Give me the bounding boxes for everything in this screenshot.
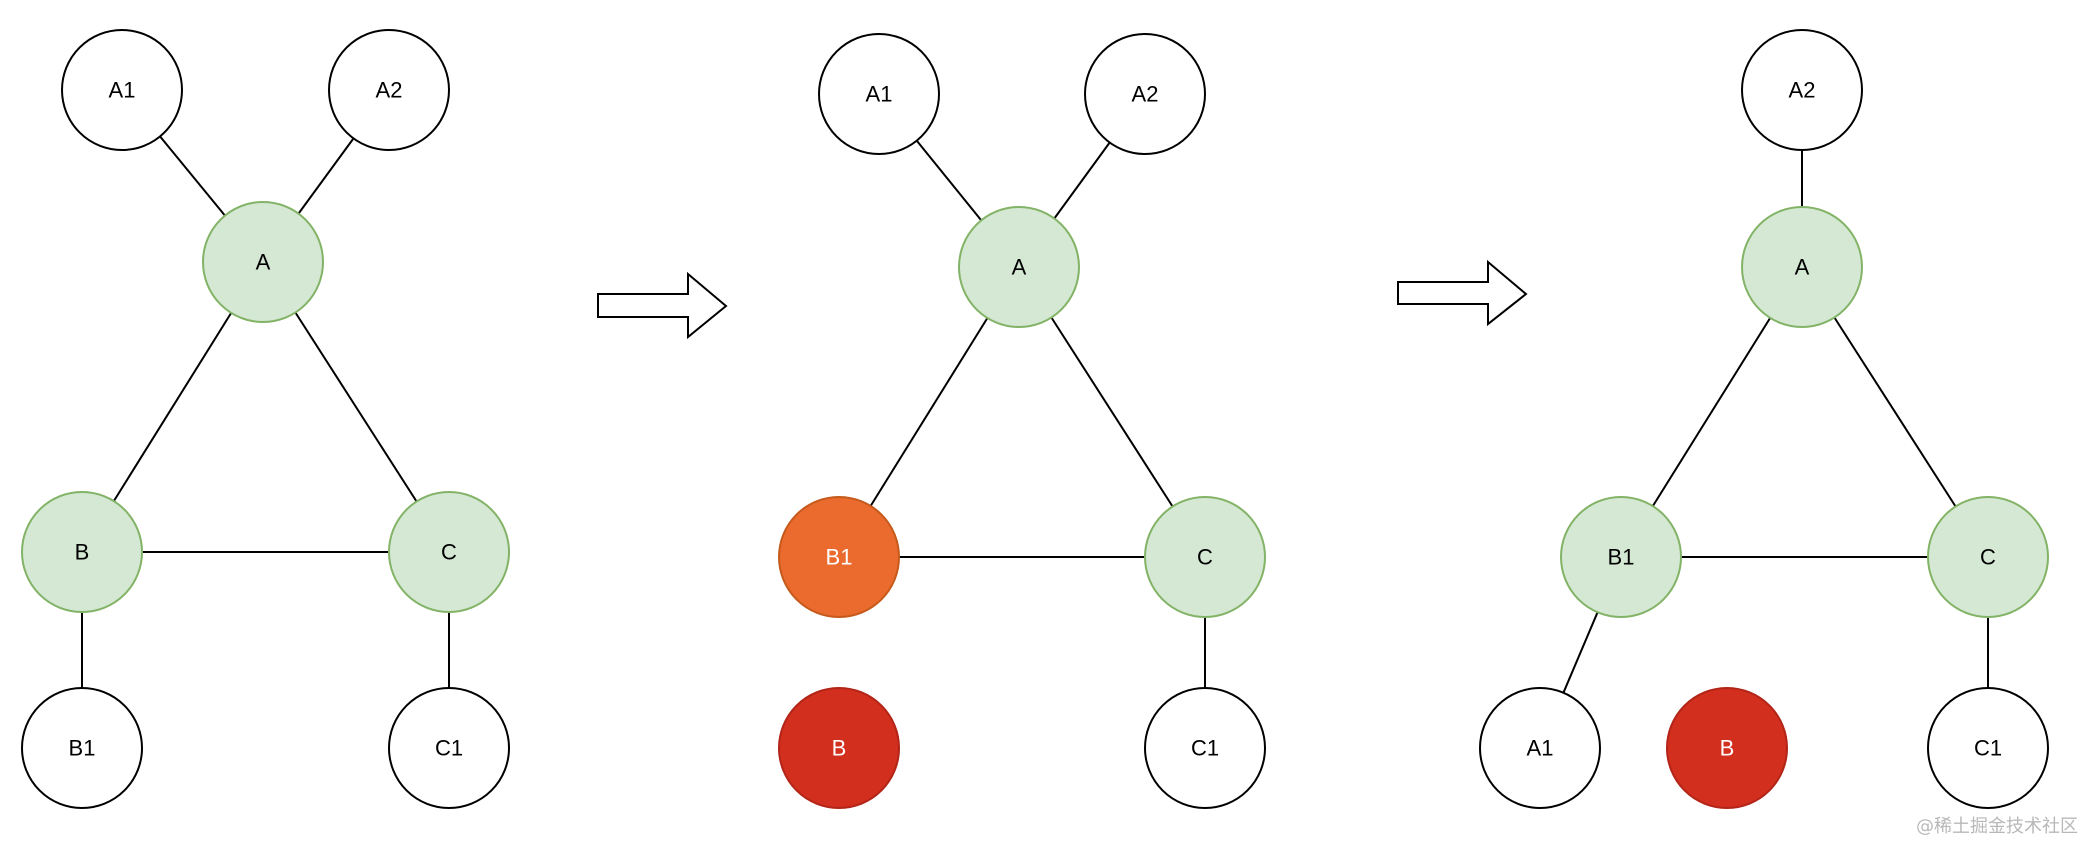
panel-2-node-a1-label: A1 xyxy=(866,82,893,107)
panel-3-edge-a-b1 xyxy=(1651,317,1772,507)
panel-1-node-c-circle xyxy=(388,491,510,613)
transition-arrow-1 xyxy=(597,271,728,340)
panel-1-node-b1-label: B1 xyxy=(69,736,96,761)
panel-2-node-c1-circle xyxy=(1144,687,1266,809)
panel-2-node-b-circle xyxy=(778,687,900,809)
panel-3-node-a1-label: A1 xyxy=(1527,736,1554,761)
panel-3-node-b1-circle xyxy=(1560,496,1682,618)
panel-2-node-c-circle xyxy=(1144,496,1266,618)
panel-1-node-b1: B1 xyxy=(21,687,143,809)
panel-1-node-b1-circle xyxy=(21,687,143,809)
panel-3-node-c-circle xyxy=(1927,496,2049,618)
panel-2-node-c1: C1 xyxy=(1144,687,1266,809)
panel-1-edge-a-b xyxy=(112,312,233,502)
panel-1-node-a1-circle xyxy=(61,29,183,151)
panel-2-node-b: B xyxy=(778,687,900,809)
panel-1-node-b-circle xyxy=(21,491,143,613)
panel-1-node-a-circle xyxy=(202,201,324,323)
panel-2-node-c: C xyxy=(1144,496,1266,618)
arrows-layer xyxy=(597,259,1528,340)
panel-3-node-c1-label: C1 xyxy=(1974,736,2002,761)
panel-1-node-a2-circle xyxy=(328,29,450,151)
panel-1-node-b-label: B xyxy=(75,540,90,565)
panel-1-edge-a-c xyxy=(294,311,418,503)
panel-2-node-b1-label: B1 xyxy=(826,545,853,570)
panel-3-node-b-circle xyxy=(1666,687,1788,809)
panel-3-node-a2-circle xyxy=(1741,29,1863,151)
panel-1-node-a2-label: A2 xyxy=(376,78,403,103)
watermark: @稀土掘金技术社区 xyxy=(1916,816,2078,837)
edges-layer xyxy=(81,135,1989,694)
panel-1-node-c1-circle xyxy=(388,687,510,809)
panel-1-edge-a2-a xyxy=(297,137,355,215)
panel-3-node-a: A xyxy=(1741,206,1863,328)
panel-2-node-c-label: C xyxy=(1197,545,1213,570)
panel-1-node-a2: A2 xyxy=(328,29,450,151)
panel-3-edge-a-c xyxy=(1833,316,1957,508)
panel-1-node-c1-label: C1 xyxy=(435,736,463,761)
panel-3-node-a-circle xyxy=(1741,206,1863,328)
panel-3-node-a1-circle xyxy=(1479,687,1601,809)
panel-3-edge-b1-a1 xyxy=(1562,611,1599,694)
panel-2-node-a1: A1 xyxy=(818,33,940,155)
panel-3-node-b: B xyxy=(1666,687,1788,809)
transition-arrow-2 xyxy=(1397,259,1528,327)
panel-2-node-a: A xyxy=(958,206,1080,328)
panel-1-node-b: B xyxy=(21,491,143,613)
panel-3-node-b-label: B xyxy=(1720,736,1735,761)
panel-1-node-c1: C1 xyxy=(388,687,510,809)
panel-2-edge-a-b1 xyxy=(869,317,989,507)
panel-3-node-c: C xyxy=(1927,496,2049,618)
panel-1-node-a-label: A xyxy=(256,250,271,275)
panel-2-node-c1-label: C1 xyxy=(1191,736,1219,761)
panel-2-node-b1: B1 xyxy=(778,496,900,618)
panel-3-node-b1: B1 xyxy=(1560,496,1682,618)
panel-3-node-a2: A2 xyxy=(1741,29,1863,151)
panel-3-node-c1: C1 xyxy=(1927,687,2049,809)
panel-2-node-a-circle xyxy=(958,206,1080,328)
panel-3-node-b1-label: B1 xyxy=(1608,545,1635,570)
panel-1-node-a1-label: A1 xyxy=(109,78,136,103)
panel-2-edge-a-c xyxy=(1050,316,1174,508)
panel-2-edge-a2-a xyxy=(1053,141,1111,220)
panel-2-node-a2-label: A2 xyxy=(1132,82,1159,107)
panel-3-node-c-label: C xyxy=(1980,545,1996,570)
panel-1-edge-a1-a xyxy=(159,135,226,217)
panel-2-node-a-label: A xyxy=(1012,255,1027,280)
panel-2-node-b-label: B xyxy=(832,736,847,761)
panel-3-node-c1-circle xyxy=(1927,687,2049,809)
panel-1-node-c-label: C xyxy=(441,540,457,565)
panel-2-node-a2-circle xyxy=(1084,33,1206,155)
panel-2-node-b1-circle xyxy=(778,496,900,618)
panel-3-node-a2-label: A2 xyxy=(1789,78,1816,103)
panel-1-node-a1: A1 xyxy=(61,29,183,151)
panel-1-node-a: A xyxy=(202,201,324,323)
panel-3-node-a1: A1 xyxy=(1479,687,1601,809)
panel-2-edge-a1-a xyxy=(915,139,983,222)
panel-3-node-a-label: A xyxy=(1795,255,1810,280)
panel-2-node-a1-circle xyxy=(818,33,940,155)
panel-1-node-c: C xyxy=(388,491,510,613)
panel-2-node-a2: A2 xyxy=(1084,33,1206,155)
